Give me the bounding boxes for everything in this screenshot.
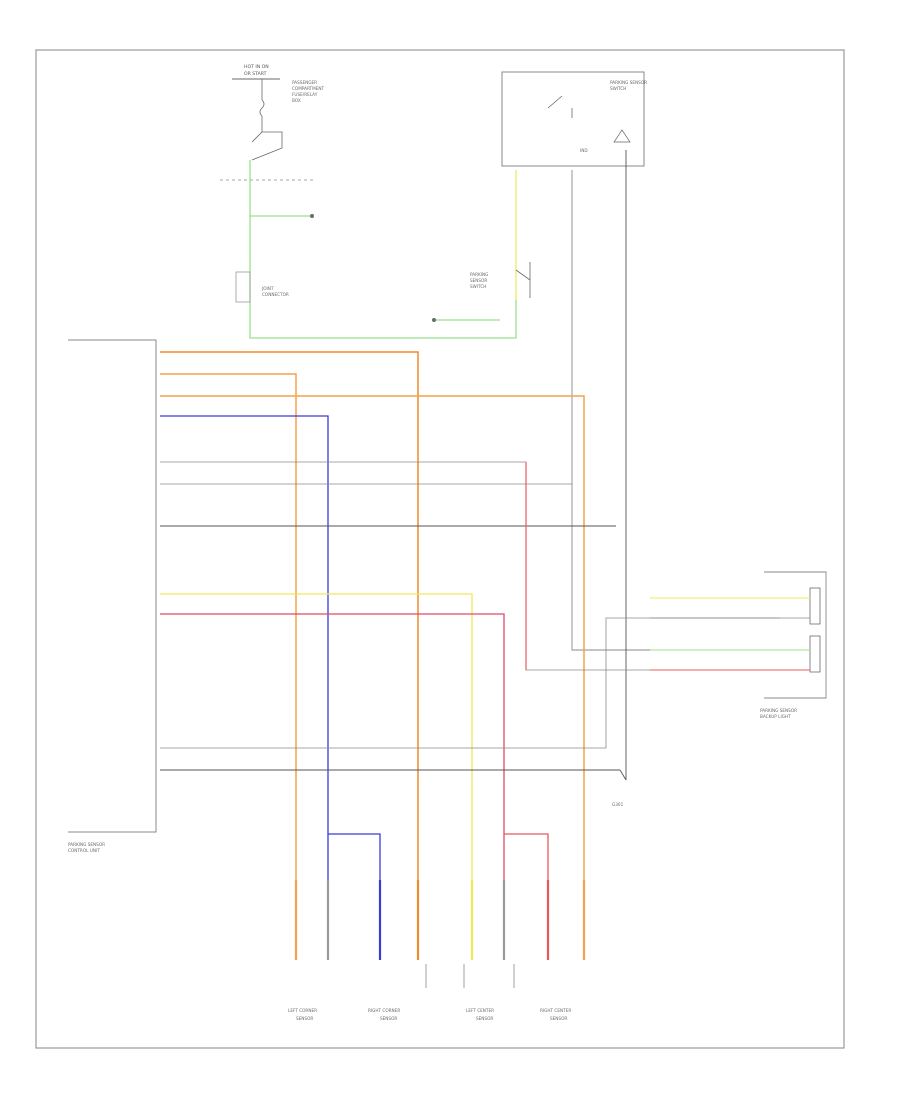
indicator-label: IND	[580, 148, 588, 153]
sensor-3-label-1: LEFT CENTER	[466, 1008, 494, 1013]
ignition-note-1: PASSENGER	[292, 80, 317, 85]
relay-note-2: SWITCH	[610, 86, 626, 91]
sensor-stubs	[294, 880, 586, 988]
wire-pin-2-orange	[160, 373, 297, 930]
ground-symbol: G301	[612, 769, 627, 807]
parking-switch-label-1: PARKING	[470, 272, 488, 277]
wire-pin-15-yellow	[160, 593, 473, 930]
parking-switch-label-3: SWITCH	[470, 284, 486, 289]
fuse-symbol	[259, 99, 265, 117]
backup-plug-top	[809, 587, 821, 625]
relay-box-outline	[501, 71, 645, 167]
wire-pin-4-blue	[160, 415, 329, 930]
sensor-2-label-2: SENSOR	[380, 1016, 397, 1021]
sensor-1-label-1: LEFT CORNER	[288, 1008, 317, 1013]
ignition-note-4: BOX	[292, 98, 301, 103]
backup-label-2: BACKUP LIGHT	[760, 714, 791, 719]
wire-pin-1-orange	[160, 351, 419, 930]
junction-block	[251, 131, 283, 161]
backup-plug-bottom	[809, 635, 821, 673]
green-wire-main	[249, 160, 517, 339]
control-unit-label-2: CONTROL UNIT	[68, 848, 100, 853]
relay-switch-contact	[547, 95, 573, 118]
sensor-labels: LEFT CORNER SENSOR RIGHT CORNER SENSOR L…	[288, 1008, 571, 1021]
ignition-note-3: FUSE/RELAY	[292, 92, 318, 97]
joint-connector-label-2: CONNECTOR	[262, 292, 289, 297]
relay-note-1: PARKING SENSOR	[610, 80, 647, 85]
parking-switch-label-2: SENSOR	[470, 278, 487, 283]
fuse-label-2: OR START	[244, 71, 267, 77]
sensor-4-label-1: RIGHT CENTER	[540, 1008, 571, 1013]
backup-light-connector: PARKING SENSOR BACKUP LIGHT	[650, 571, 827, 719]
control-unit: PARKING SENSOR CONTROL UNIT	[68, 339, 157, 853]
sensor-1-label-2: SENSOR	[296, 1016, 313, 1021]
page-border	[35, 49, 845, 1049]
ground-lead	[619, 769, 627, 781]
splice-1	[310, 214, 314, 218]
sensor-2-label-1: RIGHT CORNER	[368, 1008, 400, 1013]
parking-switch-symbol	[515, 262, 531, 298]
sensor-3-label-2: SENSOR	[476, 1016, 493, 1021]
ground-label: G301	[612, 802, 624, 807]
fuse-group: HOT IN ON OR START PASSENGER COMPARTMENT…	[220, 64, 325, 181]
joint-connector-label-1: JOINT	[261, 286, 274, 291]
backup-connector-outline	[764, 571, 827, 699]
control-unit-outline	[68, 339, 157, 833]
green-circuit: JOINT CONNECTOR	[235, 160, 517, 339]
wire-pin-3-orange	[160, 395, 585, 930]
backup-label-1: PARKING SENSOR	[760, 708, 797, 713]
ignition-note-2: COMPARTMENT	[292, 86, 325, 91]
wire-pin-16-pink	[160, 613, 505, 930]
control-unit-label-1: PARKING SENSOR	[68, 842, 105, 847]
fuse-label-1: HOT IN ON	[244, 64, 269, 70]
sensor-4-label-2: SENSOR	[550, 1016, 567, 1021]
joint-connector-body	[235, 271, 251, 303]
splice-2	[432, 318, 436, 322]
indicator-led	[613, 129, 631, 143]
